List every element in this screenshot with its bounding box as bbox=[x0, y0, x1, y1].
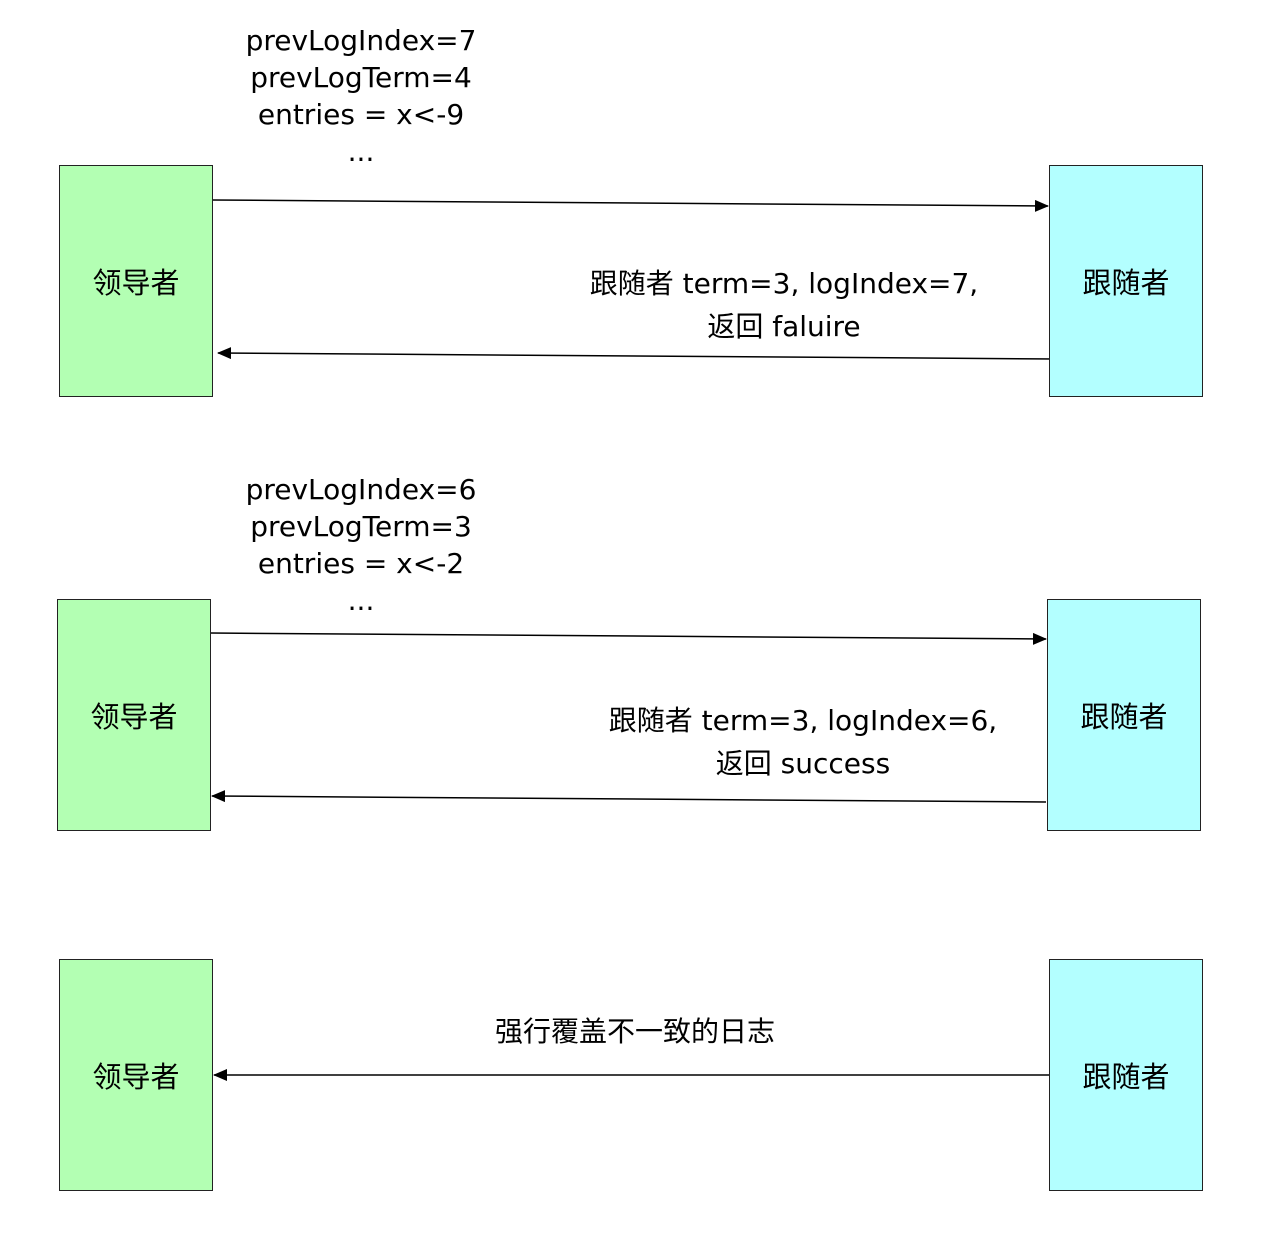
param-line: ... bbox=[347, 584, 375, 617]
param-line: ... bbox=[347, 135, 375, 168]
overwrite-label: 强行覆盖不一致的日志 bbox=[494, 1015, 775, 1048]
leader-label: 领导者 bbox=[92, 1060, 180, 1094]
request-arrow-1 bbox=[211, 199, 1049, 212]
param-line: prevLogTerm=3 bbox=[250, 510, 472, 543]
request-arrow-2 bbox=[209, 632, 1047, 645]
response-arrow-1 bbox=[217, 347, 1057, 360]
follower-label: 跟随者 bbox=[1082, 1060, 1170, 1094]
request-params-1: prevLogIndex=7 prevLogTerm=4 entries = x… bbox=[191, 22, 531, 170]
response-line: 跟随者 term=3, logIndex=7, bbox=[589, 267, 979, 300]
leader-label: 领导者 bbox=[92, 266, 180, 300]
response-line: 跟随者 term=3, logIndex=6, bbox=[608, 704, 998, 737]
response-text-2: 跟随者 term=3, logIndex=6, 返回 success bbox=[583, 702, 1023, 782]
request-params-2: prevLogIndex=6 prevLogTerm=3 entries = x… bbox=[191, 471, 531, 619]
leader-label: 领导者 bbox=[90, 700, 178, 734]
response-arrow-2 bbox=[211, 790, 1047, 803]
response-line: 返回 faluire bbox=[707, 310, 861, 343]
follower-node-2: 跟随者 bbox=[1047, 599, 1201, 831]
param-line: prevLogIndex=7 bbox=[245, 24, 477, 57]
leader-node-3: 领导者 bbox=[59, 959, 213, 1191]
param-line: entries = x<-9 bbox=[257, 98, 465, 131]
follower-label: 跟随者 bbox=[1082, 266, 1170, 300]
follower-node-3: 跟随者 bbox=[1049, 959, 1203, 1191]
leader-node-2: 领导者 bbox=[57, 599, 211, 831]
param-line: entries = x<-2 bbox=[257, 547, 465, 580]
follower-node-1: 跟随者 bbox=[1049, 165, 1203, 397]
follower-label: 跟随者 bbox=[1080, 700, 1168, 734]
response-text-1: 跟随者 term=3, logIndex=7, 返回 faluire bbox=[564, 265, 1004, 345]
param-line: prevLogIndex=6 bbox=[245, 473, 477, 506]
param-line: prevLogTerm=4 bbox=[250, 61, 472, 94]
response-line: 返回 success bbox=[715, 747, 891, 780]
leader-node-1: 领导者 bbox=[59, 165, 213, 397]
